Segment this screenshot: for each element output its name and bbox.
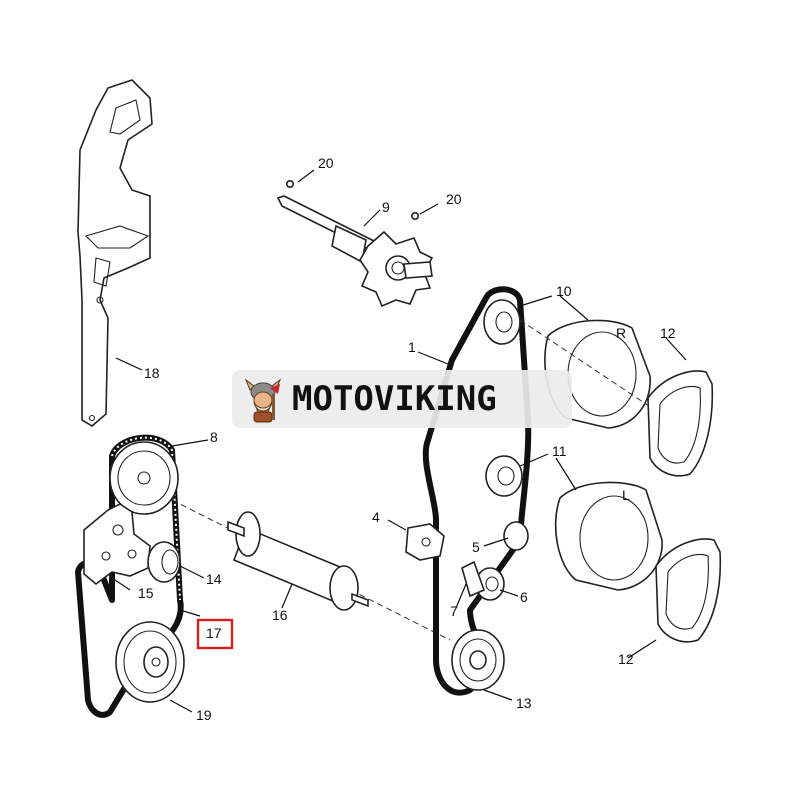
leader-lines bbox=[111, 169, 687, 713]
callout-17-highlight-box bbox=[196, 618, 234, 650]
part-7-tensioner bbox=[461, 560, 486, 598]
fan-housing-lower: L bbox=[554, 481, 663, 591]
watermark-banner: MOTOVIKING bbox=[232, 370, 572, 428]
housing-mark-l: L bbox=[622, 487, 630, 503]
part-9-shaft-sprocket bbox=[276, 195, 434, 308]
callout-18: 18 bbox=[144, 365, 160, 381]
part-8-pulley bbox=[109, 441, 179, 515]
watermark-text: MOTOVIKING bbox=[292, 379, 497, 419]
callout-5: 5 bbox=[472, 539, 480, 555]
callout-4: 4 bbox=[372, 509, 380, 525]
part-19-drive-pulley bbox=[115, 621, 185, 703]
callout-8: 8 bbox=[210, 429, 218, 445]
part-11-pulley-mid bbox=[485, 455, 523, 497]
callout-9: 9 bbox=[382, 199, 390, 215]
part-5-idler bbox=[503, 521, 529, 551]
callout-11: 11 bbox=[552, 443, 567, 459]
housing-mark-r: R bbox=[616, 325, 626, 341]
callout-16: 16 bbox=[272, 607, 288, 623]
callout-7: 7 bbox=[450, 603, 458, 619]
part-16-roller bbox=[171, 499, 451, 641]
callout-12a: 12 bbox=[660, 325, 676, 341]
part-18-shield-bracket bbox=[77, 79, 153, 427]
part-20-screw-b bbox=[410, 212, 419, 221]
callout-labels: 20 20 9 10 12 1 11 8 18 4 5 6 7 14 15 16… bbox=[138, 155, 676, 723]
part-12-cover-lower bbox=[655, 538, 722, 643]
callout-20a: 20 bbox=[318, 155, 334, 171]
viking-mascot-icon bbox=[244, 378, 282, 423]
callout-14: 14 bbox=[206, 571, 222, 587]
part-14-idler-pulley bbox=[147, 541, 181, 583]
callout-15: 15 bbox=[138, 585, 154, 601]
part-12-cover-upper bbox=[647, 370, 714, 477]
part-20-screw-a bbox=[285, 180, 294, 189]
callout-1: 1 bbox=[408, 339, 416, 355]
part-10-pulley-top bbox=[483, 299, 521, 345]
callout-6: 6 bbox=[520, 589, 528, 605]
callout-10: 10 bbox=[556, 283, 572, 299]
callout-20b: 20 bbox=[446, 191, 462, 207]
part-13-lower-pulley bbox=[451, 629, 505, 691]
callout-12b: 12 bbox=[618, 651, 634, 667]
callout-19: 19 bbox=[196, 707, 212, 723]
callout-17: 17 bbox=[206, 625, 222, 641]
part-4-bracket bbox=[405, 523, 445, 561]
callout-13: 13 bbox=[516, 695, 532, 711]
part-15-tensioner-bracket bbox=[83, 503, 151, 586]
